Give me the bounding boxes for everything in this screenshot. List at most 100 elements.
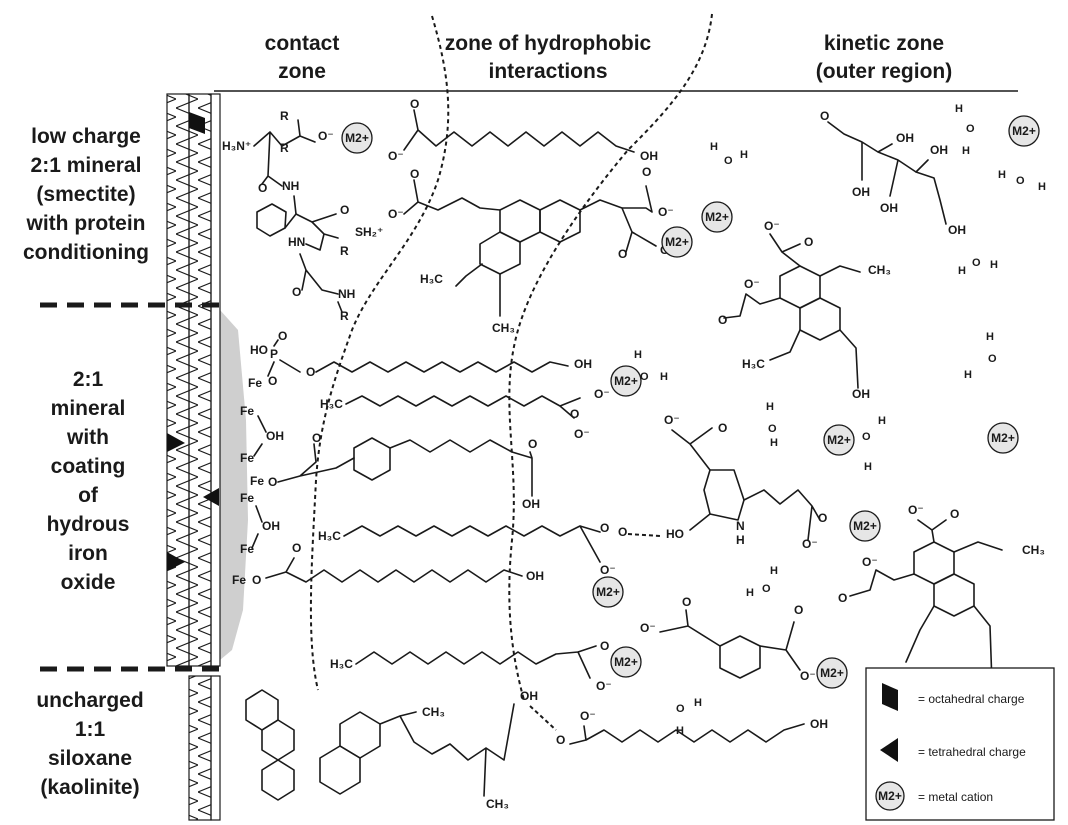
metal-cation-label: M2+: [991, 431, 1015, 445]
svg-text:R: R: [340, 244, 349, 258]
svg-text:O: O: [556, 733, 565, 747]
svg-text:H: H: [864, 461, 872, 473]
metal-cation-10: [610, 646, 642, 678]
svg-text:H: H: [770, 565, 778, 577]
svg-text:H₃C: H₃C: [742, 357, 765, 371]
svg-text:O: O: [618, 525, 627, 539]
header-kinetic-line1: kinetic zone: [824, 32, 944, 55]
svg-text:R: R: [340, 309, 349, 323]
label-coated-5: of: [78, 484, 99, 507]
zone-headers: contact zone zone of hydrophobic interac…: [214, 32, 1018, 92]
svg-text:O: O: [762, 583, 771, 595]
metal-cation-label: M2+: [614, 655, 638, 669]
metal-cation-label: M2+: [1012, 124, 1036, 138]
svg-text:O⁻: O⁻: [908, 503, 924, 517]
metal-cation-label: M2+: [596, 585, 620, 599]
svg-text:Fe: Fe: [232, 573, 246, 587]
svg-text:H: H: [736, 533, 745, 547]
svg-text:N: N: [736, 519, 745, 533]
legend-octahedral-icon: [882, 683, 898, 711]
svg-text:O: O: [640, 371, 649, 383]
svg-text:P: P: [270, 347, 278, 361]
legend-tetrahedral-icon: [880, 738, 898, 762]
metal-cation-label: M2+: [614, 374, 638, 388]
svg-text:O⁻: O⁻: [862, 555, 878, 569]
svg-text:H: H: [660, 371, 668, 383]
water-8: H O H: [862, 415, 886, 473]
metal-cation-label: M2+: [853, 519, 877, 533]
metal-cation-1: [341, 122, 373, 154]
svg-text:O⁻: O⁻: [744, 277, 760, 291]
tetrahedral-charge-marker-1: [167, 433, 185, 452]
svg-text:CH₃: CH₃: [868, 263, 891, 277]
svg-text:HO: HO: [666, 527, 684, 541]
water-9: H O H: [746, 565, 778, 599]
boundary-contact: [309, 15, 450, 691]
label-smectite-2: 2:1 mineral: [31, 154, 142, 177]
header-contact-line1: contact: [265, 32, 340, 55]
label-coated-7: iron: [68, 542, 108, 565]
mineral-labels: low charge 2:1 mineral (smectite) with p…: [23, 125, 149, 799]
octahedral-charge-marker: [189, 112, 205, 134]
svg-text:CH₃: CH₃: [486, 797, 509, 811]
mineral-sheet-1to1: [188, 675, 221, 821]
svg-text:H: H: [955, 103, 963, 115]
boundary-hydrophobic: [508, 13, 713, 701]
iron-ester-chain: Fe OH Fe Fe O O OH: [232, 491, 544, 587]
svg-text:OH: OH: [262, 519, 280, 533]
svg-text:H: H: [964, 369, 972, 381]
svg-text:O: O: [618, 247, 627, 261]
svg-text:O⁻: O⁻: [388, 149, 404, 163]
svg-text:O: O: [718, 421, 727, 435]
metal-cation-label: M2+: [345, 131, 369, 145]
water-4: H O H: [958, 257, 998, 277]
fatty-acid-5: H₃C O O⁻: [330, 639, 612, 693]
svg-text:O: O: [570, 407, 579, 421]
metal-cation-label: M2+: [827, 433, 851, 447]
svg-text:OH: OH: [810, 717, 828, 731]
svg-text:HO: HO: [250, 343, 268, 357]
svg-text:Fe: Fe: [240, 491, 254, 505]
label-kaolinite-2: 1:1: [75, 718, 106, 741]
svg-text:O: O: [818, 511, 827, 525]
water-2: H O H: [955, 103, 975, 157]
label-smectite-5: conditioning: [23, 241, 149, 264]
svg-text:OH: OH: [880, 201, 898, 215]
metal-cation-label: M2+: [820, 666, 844, 680]
svg-text:M2+: M2+: [878, 789, 902, 803]
svg-text:O: O: [252, 573, 261, 587]
svg-text:O: O: [528, 437, 537, 451]
svg-text:O: O: [972, 257, 981, 269]
svg-text:H₃C: H₃C: [318, 529, 341, 543]
svg-text:H: H: [766, 401, 774, 413]
svg-text:H: H: [694, 697, 702, 709]
svg-text:O⁻: O⁻: [764, 219, 780, 233]
svg-text:O: O: [600, 639, 609, 653]
metal-cation-label: M2+: [665, 235, 689, 249]
label-smectite-1: low charge: [31, 125, 141, 148]
svg-text:O: O: [676, 703, 685, 715]
legend-cation-icon: [875, 781, 905, 811]
svg-text:O⁻: O⁻: [574, 427, 590, 441]
metal-cations: M2+M2+M2+M2+M2+M2+M2+M2+M2+M2+M2+: [341, 115, 1040, 689]
svg-text:O: O: [258, 181, 267, 195]
iron-oxide-coating: [220, 310, 248, 660]
svg-text:R: R: [280, 141, 289, 155]
svg-text:O: O: [312, 431, 321, 445]
svg-text:OH: OH: [520, 689, 538, 703]
svg-text:CH₃: CH₃: [492, 321, 515, 335]
svg-text:O: O: [278, 329, 287, 343]
metal-cation-7: [987, 422, 1019, 454]
label-kaolinite-3: siloxane: [48, 747, 132, 770]
svg-text:O: O: [1016, 175, 1025, 187]
metal-cation-11: [816, 657, 848, 689]
label-smectite-4: with protein: [26, 212, 146, 235]
svg-text:O⁻: O⁻: [800, 669, 816, 683]
svg-text:OH: OH: [574, 357, 592, 371]
metal-cation-4: [661, 226, 693, 258]
iron-hydroxyl-benzoate: Fe OH Fe Fe O O O OH: [240, 404, 540, 511]
svg-text:O: O: [268, 374, 277, 388]
header-contact-line2: zone: [278, 60, 326, 83]
svg-text:O: O: [804, 235, 813, 249]
